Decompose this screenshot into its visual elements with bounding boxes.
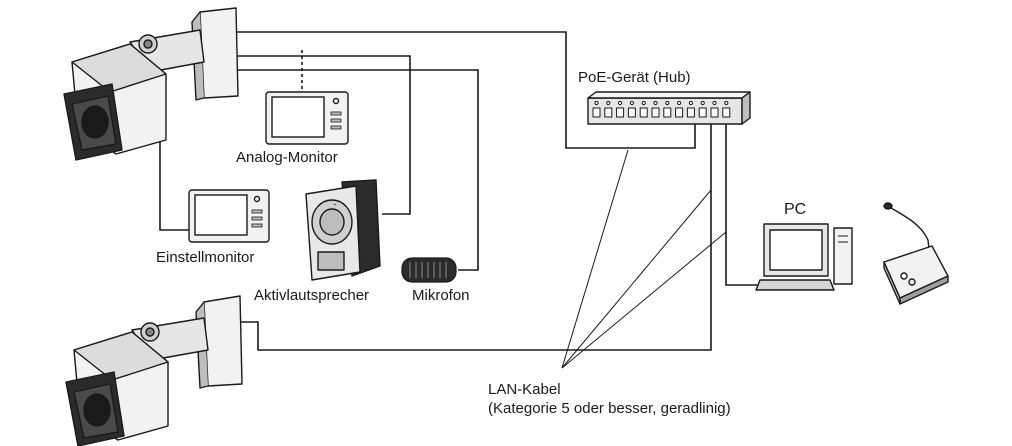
hub-port (651, 107, 660, 118)
desk-microphone-icon (883, 202, 949, 305)
hub-port-led (677, 100, 682, 106)
hub-port-led (653, 100, 658, 106)
hub-port (710, 107, 719, 118)
setup-monitor-label: Einstellmonitor (156, 249, 254, 266)
hub-port (663, 107, 672, 118)
cable-camera2-hub (240, 120, 712, 351)
camera-bottom-icon (65, 295, 243, 446)
setup-monitor-icon (188, 189, 270, 243)
hub-port (604, 107, 613, 118)
hub-port-led (665, 100, 670, 106)
hub-port (616, 107, 625, 118)
hub-icon (587, 91, 751, 125)
hub-port (675, 107, 684, 118)
hub-label: PoE-Gerät (Hub) (578, 69, 691, 86)
lan-cable-spec: (Kategorie 5 oder besser, geradlinig) (488, 400, 731, 417)
hub-port-led (606, 100, 611, 106)
hub-port (627, 107, 636, 118)
hub-port-led (594, 100, 599, 106)
hub-port (686, 107, 695, 118)
pc-label: PC (784, 201, 806, 218)
hub-port-led (688, 100, 694, 106)
hub-port-led (641, 100, 646, 106)
lan-cable-label: LAN-Kabel (488, 381, 561, 398)
hub-port (722, 107, 731, 118)
cable-camera1-speaker (236, 55, 411, 215)
speaker-icon: ▪ (305, 179, 381, 281)
microphone-label: Mikrofon (412, 287, 470, 304)
hub-port-led (629, 100, 635, 106)
svg-text:▪: ▪ (334, 202, 336, 208)
analog-monitor-icon (265, 91, 349, 145)
pc-icon (755, 223, 853, 291)
hub-port-led (618, 100, 623, 106)
cable-hub-pc (725, 120, 760, 286)
analog-monitor-label: Analog-Monitor (236, 149, 338, 166)
hub-port (639, 107, 648, 118)
cables (159, 31, 760, 369)
hub-port-led (700, 100, 705, 106)
hub-port-led (712, 100, 717, 106)
lan-callout-line-3 (561, 231, 727, 369)
microphone-icon (401, 257, 457, 283)
cable-camera1-microphone (236, 69, 479, 271)
cable-camera1-setup-monitor (159, 128, 189, 231)
camera-top-icon (63, 7, 239, 161)
hub-port (698, 107, 707, 118)
speaker-label: Aktivlautsprecher (254, 287, 369, 304)
lan-callout-line-2 (561, 189, 712, 369)
hub-port (592, 107, 601, 118)
lan-callout-line-1 (561, 149, 629, 369)
cable-camera1-hub (236, 31, 696, 149)
hub-port-led (724, 100, 729, 106)
